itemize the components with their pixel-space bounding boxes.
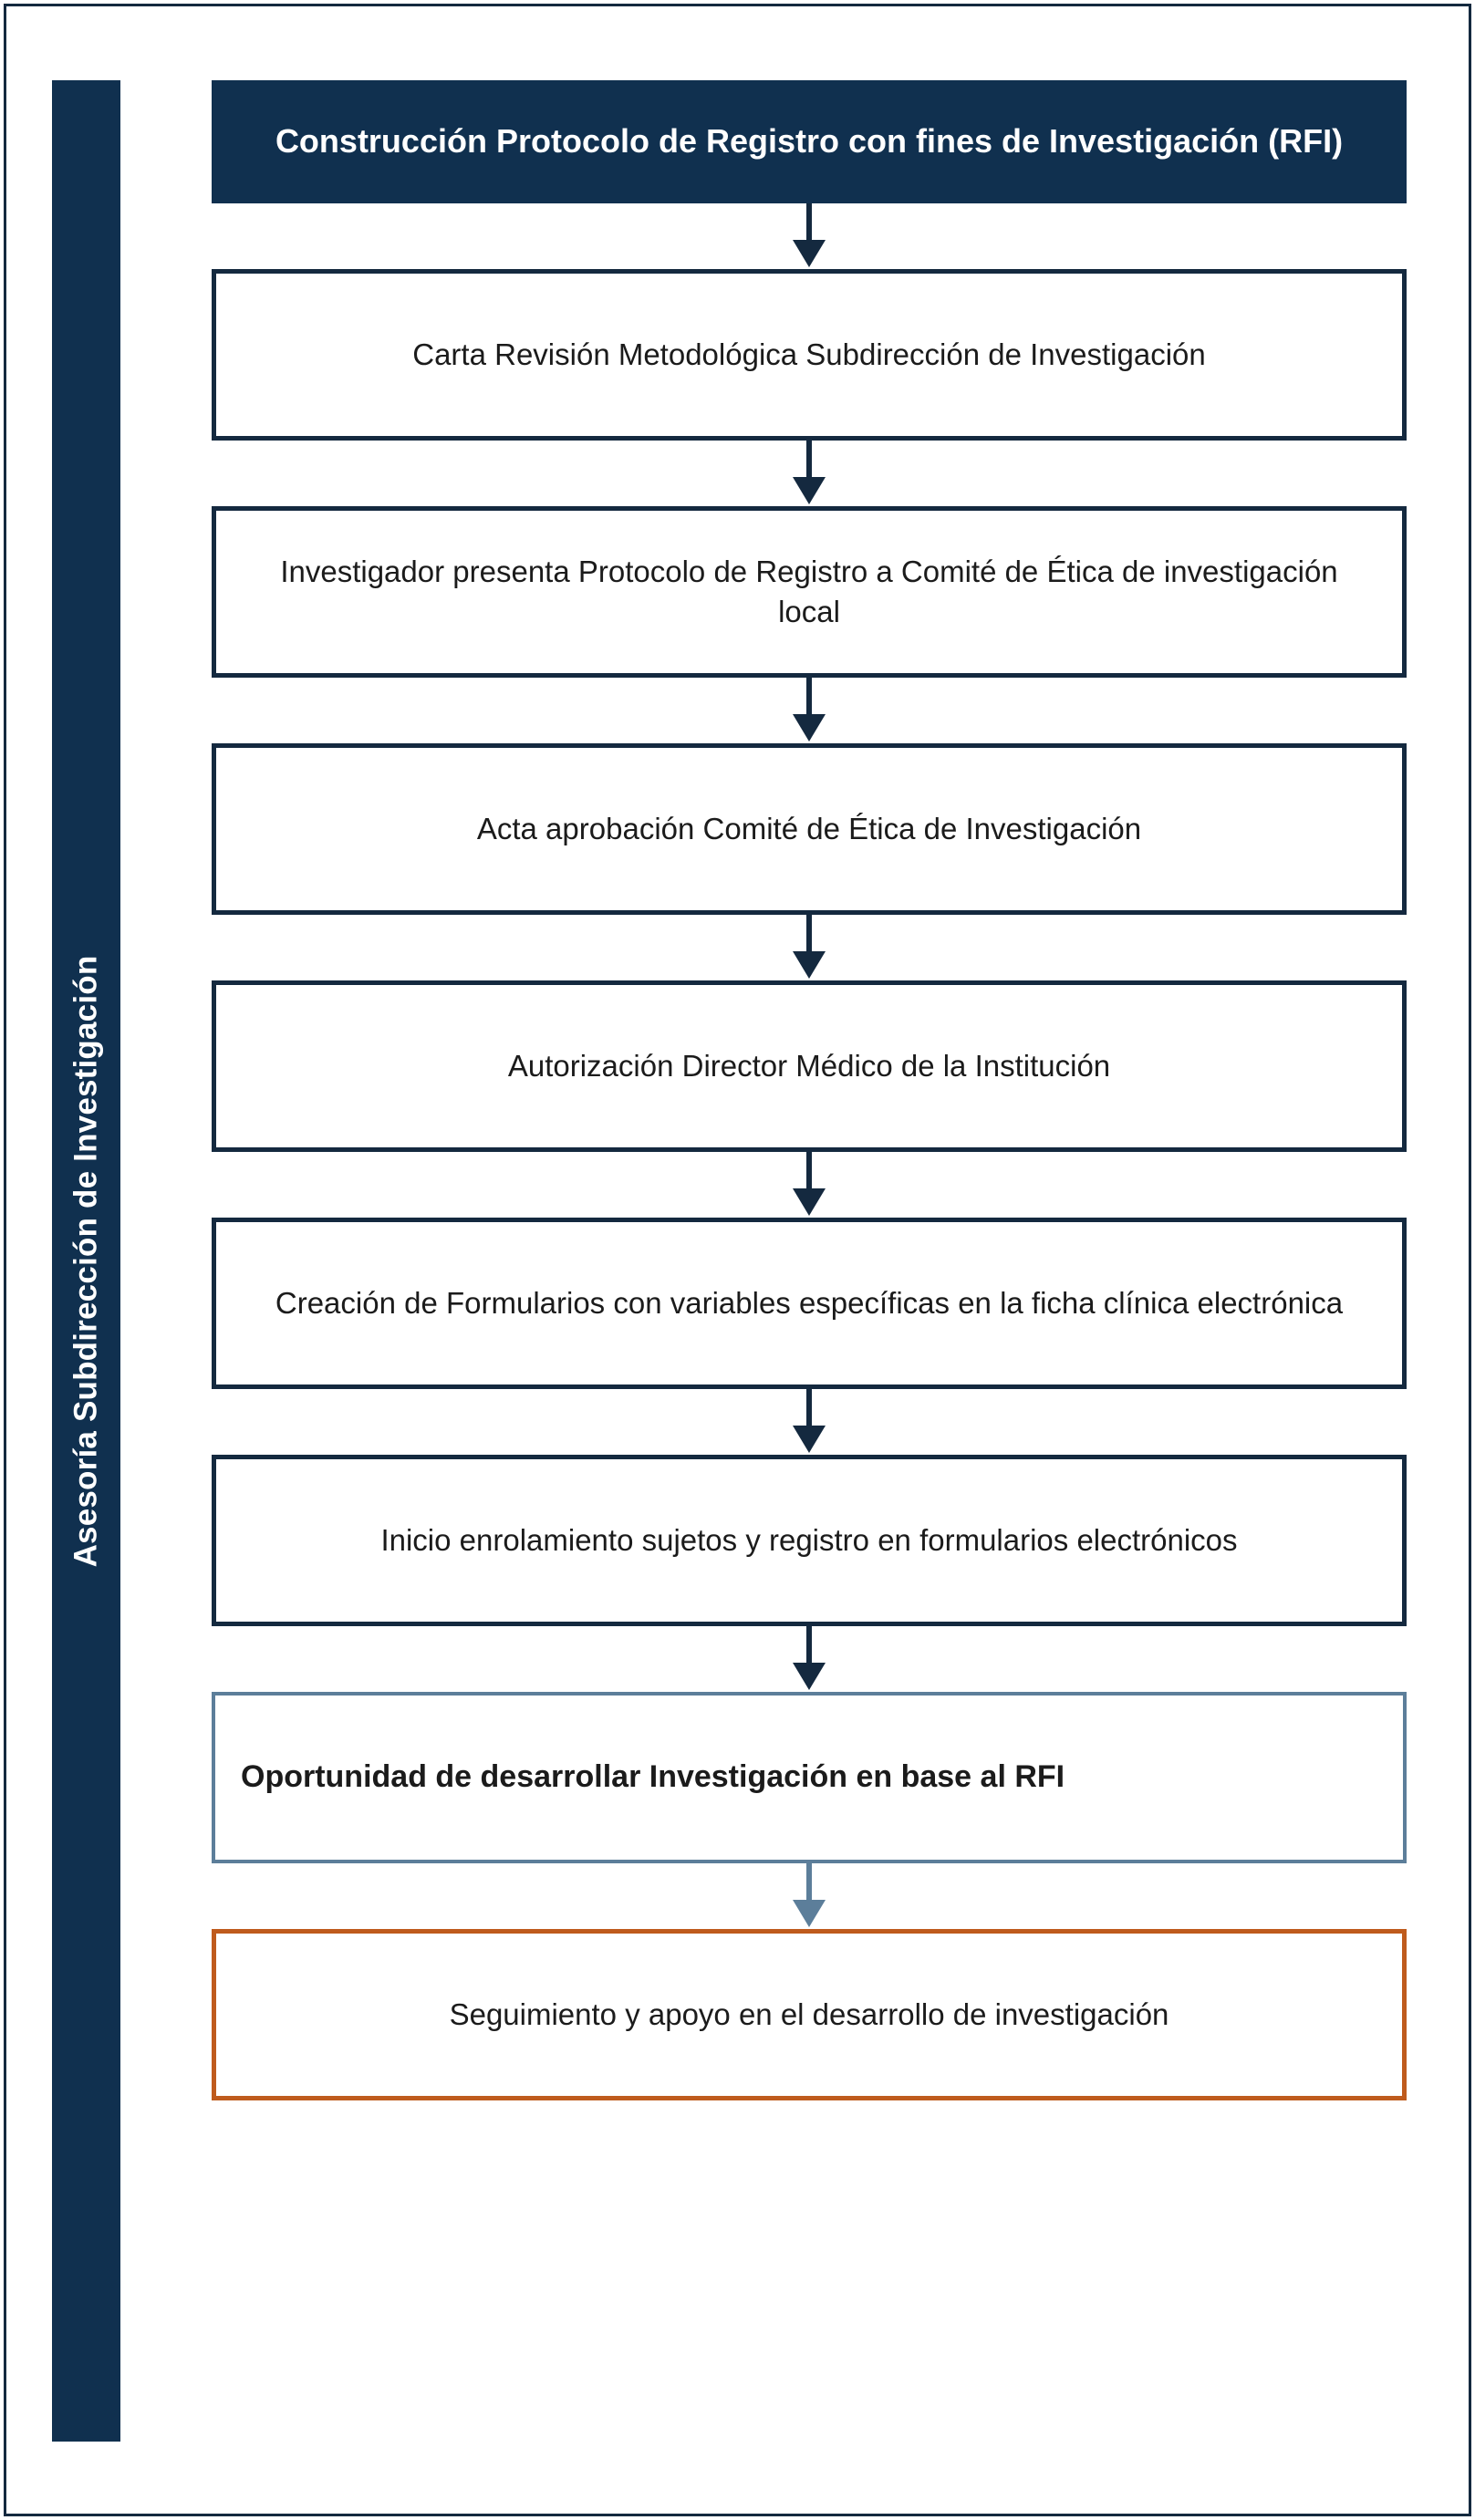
oportunidad-desarrollar-investigacion-node[interactable]: Oportunidad de desarrollar Investigación… bbox=[212, 1692, 1407, 1863]
flow-column: Construcción Protocolo de Registro con f… bbox=[212, 80, 1407, 2100]
swimlane-label: Asesoría Subdirección de Investigación bbox=[68, 955, 104, 1567]
arrow-node6-to-node7 bbox=[212, 1626, 1407, 1692]
header-node[interactable]: Construcción Protocolo de Registro con f… bbox=[212, 80, 1407, 203]
autorizacion-director-medico-label: Autorización Director Médico de la Insti… bbox=[507, 1049, 1111, 1084]
autorizacion-director-medico-node[interactable]: Autorización Director Médico de la Insti… bbox=[212, 980, 1407, 1152]
arrow-node3-to-node4 bbox=[212, 915, 1407, 980]
swimlane-banner: Asesoría Subdirección de Investigación bbox=[52, 80, 120, 2442]
header-node-label: Construcción Protocolo de Registro con f… bbox=[275, 122, 1344, 161]
acta-aprobacion-comite-etica-label: Acta aprobación Comité de Ética de Inves… bbox=[476, 812, 1142, 846]
acta-aprobacion-comite-etica-node[interactable]: Acta aprobación Comité de Ética de Inves… bbox=[212, 743, 1407, 915]
carta-revision-metodologica-label: Carta Revisión Metodológica Subdirección… bbox=[412, 337, 1206, 372]
arrow-header-to-node1 bbox=[212, 203, 1407, 269]
creacion-formularios-label: Creación de Formularios con variables es… bbox=[275, 1286, 1344, 1321]
arrow-node7-to-node8 bbox=[212, 1863, 1407, 1929]
arrow-node2-to-node3 bbox=[212, 678, 1407, 743]
seguimiento-y-apoyo-label: Seguimiento y apoyo en el desarrollo de … bbox=[449, 1997, 1169, 2032]
page-border-frame bbox=[4, 4, 1471, 2516]
investigador-presenta-protocolo-label: Investigador presenta Protocolo de Regis… bbox=[280, 555, 1338, 628]
oportunidad-desarrollar-investigacion-label: Oportunidad de desarrollar Investigación… bbox=[241, 1759, 1065, 1795]
arrow-node1-to-node2 bbox=[212, 441, 1407, 506]
arrow-node4-to-node5 bbox=[212, 1152, 1407, 1218]
arrow-node5-to-node6 bbox=[212, 1389, 1407, 1455]
carta-revision-metodologica-node[interactable]: Carta Revisión Metodológica Subdirección… bbox=[212, 269, 1407, 441]
creacion-formularios-node[interactable]: Creación de Formularios con variables es… bbox=[212, 1218, 1407, 1389]
investigador-presenta-protocolo-node[interactable]: Investigador presenta Protocolo de Regis… bbox=[212, 506, 1407, 678]
seguimiento-y-apoyo-node[interactable]: Seguimiento y apoyo en el desarrollo de … bbox=[212, 1929, 1407, 2100]
inicio-enrolamiento-sujetos-label: Inicio enrolamiento sujetos y registro e… bbox=[380, 1523, 1238, 1558]
inicio-enrolamiento-sujetos-node[interactable]: Inicio enrolamiento sujetos y registro e… bbox=[212, 1455, 1407, 1626]
